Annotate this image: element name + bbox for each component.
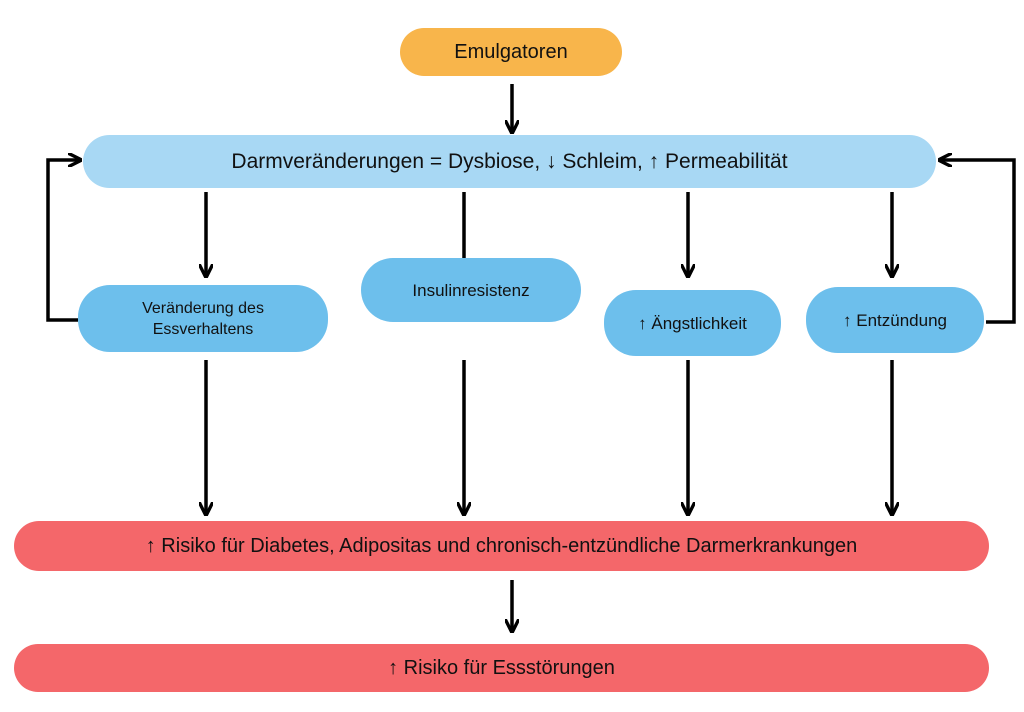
node-aengstlichkeit-label: ↑ Ängstlichkeit	[638, 313, 747, 333]
node-entzuendung-label: ↑ Entzündung	[843, 310, 947, 330]
node-essverhalten-line2: Essverhaltens	[152, 320, 254, 338]
node-insulinresistenz: Insulinresistenz	[361, 258, 581, 322]
node-darmveraenderungen-label: Darmveränderungen = Dysbiose, ↓ Schleim,…	[231, 149, 788, 173]
node-aengstlichkeit: ↑ Ängstlichkeit	[604, 290, 781, 356]
feedback-arrow-essverhalten-to-darm	[46, 160, 79, 322]
node-emulgatoren: Emulgatoren	[400, 28, 622, 76]
node-essverhalten-label: Veränderung des Essverhaltens	[142, 298, 264, 340]
node-risiko-krankheiten: ↑ Risiko für Diabetes, Adipositas und ch…	[14, 521, 989, 571]
node-essverhalten-line1: Veränderung des	[142, 299, 264, 317]
node-essverhalten: Veränderung des Essverhaltens	[78, 285, 328, 352]
node-emulgatoren-label: Emulgatoren	[454, 40, 568, 63]
feedback-arrow-entzuendung-to-darm	[941, 160, 1016, 324]
node-entzuendung: ↑ Entzündung	[806, 287, 984, 353]
node-insulinresistenz-label: Insulinresistenz	[412, 280, 530, 300]
node-risiko-essstoerungen-label: ↑ Risiko für Essstörungen	[388, 656, 615, 679]
node-risiko-essstoerungen: ↑ Risiko für Essstörungen	[14, 644, 989, 692]
node-darmveraenderungen: Darmveränderungen = Dysbiose, ↓ Schleim,…	[83, 135, 936, 188]
node-risiko-krankheiten-label: ↑ Risiko für Diabetes, Adipositas und ch…	[145, 534, 858, 557]
